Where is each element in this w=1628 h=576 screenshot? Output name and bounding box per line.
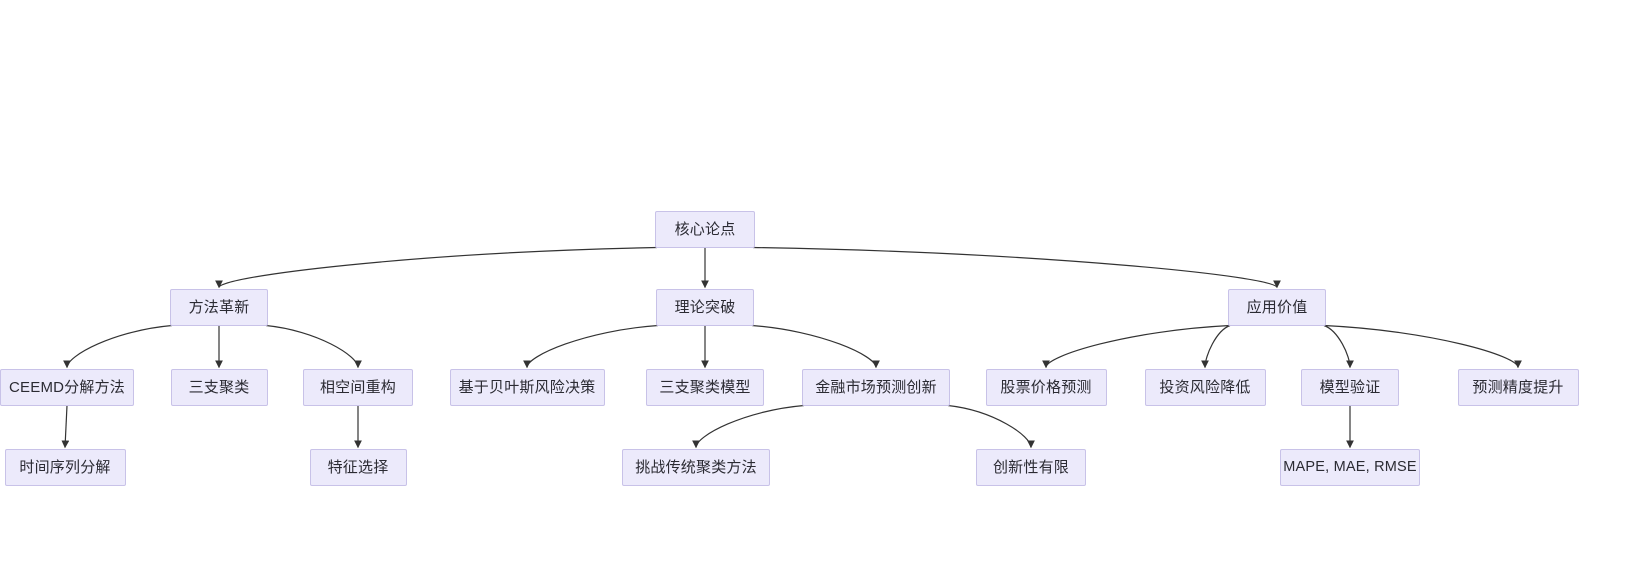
node-label: 特征选择 [327,458,389,476]
edge-l2a-to-l3a1 [63,324,173,369]
node-label: 理论突破 [674,298,736,316]
node-label: MAPE, MAE, RMSE [1283,458,1417,475]
node-label: 相空间重构 [319,378,396,396]
node-label: 模型验证 [1319,378,1381,396]
node-l3a2[interactable]: 三支聚类 [170,368,268,406]
node-l4a3[interactable]: 特征选择 [309,448,407,486]
edge-root-to-l2c [752,246,1281,289]
node-label: 核心论点 [674,220,736,238]
node-l2a[interactable]: 方法革新 [170,288,268,326]
edge-l2c-to-l3c2 [1201,324,1231,369]
node-label: 预测精度提升 [1472,378,1564,396]
node-l3c2[interactable]: 投资风险降低 [1144,368,1266,406]
node-label: 时间序列分解 [19,458,111,476]
edge-l2c-to-l3c1 [1042,324,1231,369]
node-label: 金融市场预测创新 [815,378,937,396]
node-l3b2[interactable]: 三支聚类模型 [646,368,764,406]
edge-root-to-l2a [215,246,658,289]
node-label: 挑战传统聚类方法 [635,458,757,476]
node-l3b1[interactable]: 基于贝叶斯风险决策 [449,368,605,406]
edge-l3b3-to-l4b1 [692,404,805,449]
node-label: 方法革新 [188,298,250,316]
node-l4c1[interactable]: MAPE, MAE, RMSE [1280,448,1420,486]
edge-l2b-to-l3b1 [523,324,659,369]
node-l4b2[interactable]: 创新性有限 [976,448,1086,486]
edge-l2a-to-l3a3 [265,324,362,369]
edge-l2c-to-l3c3 [1323,324,1354,369]
node-l4b1[interactable]: 挑战传统聚类方法 [622,448,770,486]
node-label: 三支聚类 [188,378,250,396]
edge-l3a1-to-l4a1 [61,405,70,449]
node-l4a1[interactable]: 时间序列分解 [4,448,126,486]
node-l2b[interactable]: 理论突破 [656,288,754,326]
node-l2c[interactable]: 应用价值 [1228,288,1326,326]
node-label: 创新性有限 [992,458,1069,476]
node-label: 基于贝叶斯风险决策 [458,378,596,396]
node-label: 投资风险降低 [1159,378,1251,396]
node-l3c4[interactable]: 预测精度提升 [1457,368,1579,406]
node-l3b3[interactable]: 金融市场预测创新 [802,368,950,406]
node-l3c1[interactable]: 股票价格预测 [985,368,1107,406]
node-l3c3[interactable]: 模型验证 [1301,368,1399,406]
node-label: 应用价值 [1246,298,1308,316]
edge-l2b-to-l3b3 [751,324,880,369]
edge-l3b3-to-l4b2 [947,404,1035,449]
edge-l2c-to-l3c4 [1323,324,1522,369]
node-root[interactable]: 核心论点 [655,210,755,248]
node-label: CEEMD分解方法 [9,378,125,396]
node-label: 股票价格预测 [1000,378,1092,396]
node-l3a3[interactable]: 相空间重构 [303,368,413,406]
node-l3a1[interactable]: CEEMD分解方法 [0,368,134,406]
node-label: 三支聚类模型 [659,378,751,396]
